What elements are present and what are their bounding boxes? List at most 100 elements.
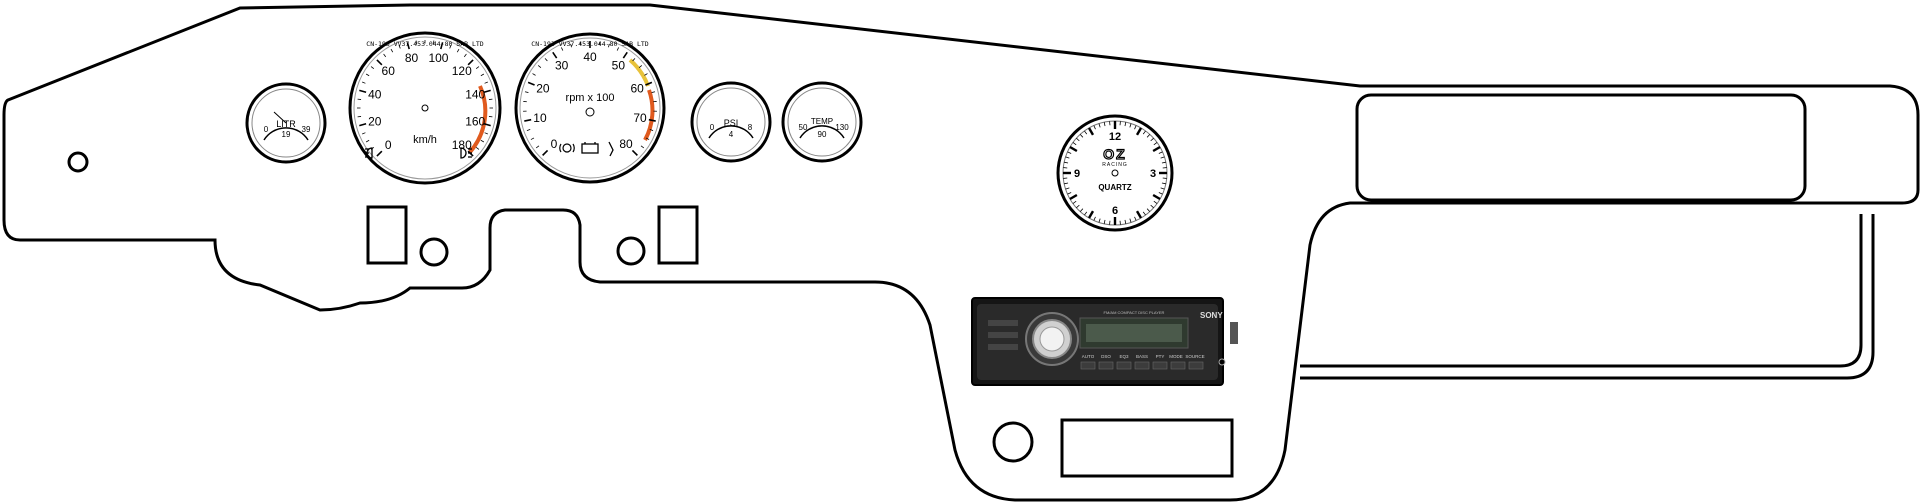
tachometer-tick xyxy=(649,129,654,131)
radio-button-source[interactable]: SOURCE xyxy=(1185,354,1204,359)
speedometer-tick xyxy=(440,42,444,50)
temperature-tick-2: 130 xyxy=(835,123,849,132)
clock-tick xyxy=(1093,216,1096,221)
radio-eject-button[interactable] xyxy=(1230,322,1238,344)
clock-tick xyxy=(1064,161,1069,164)
clock-tick xyxy=(1084,130,1088,135)
lower-switch-slot xyxy=(1060,418,1234,478)
radio-preset-button[interactable] xyxy=(1116,361,1132,370)
clock-tick xyxy=(1087,210,1095,219)
clock-tick xyxy=(1153,200,1158,204)
left-vent-hole xyxy=(67,151,89,173)
tachometer-label: 60 xyxy=(630,81,644,95)
radio-button-bass[interactable]: BASS xyxy=(1136,354,1148,359)
tachometer-tick xyxy=(537,65,542,69)
clock-brand-logo: OZ xyxy=(1103,146,1126,162)
speedometer-tick xyxy=(484,81,488,84)
tachometer-label: 20 xyxy=(536,81,550,95)
tachometer-label: 30 xyxy=(555,59,569,73)
oil-pressure-gauge: PSI 0 4 8 xyxy=(690,81,772,163)
tachometer-label: 80 xyxy=(619,137,633,151)
fuel-gauge: LITR 0 19 39 xyxy=(245,82,327,164)
clock-tick xyxy=(1129,218,1132,223)
radio-button-mode[interactable]: MODE xyxy=(1169,354,1183,359)
clock-tick xyxy=(1069,145,1078,153)
clock-tick xyxy=(1076,204,1080,209)
radio-preset-button[interactable] xyxy=(1080,361,1096,370)
clock-tick xyxy=(1093,125,1096,130)
tachometer-tick xyxy=(570,43,572,48)
clock-tick xyxy=(1142,211,1146,216)
radio-preset-buttons[interactable] xyxy=(1080,361,1204,370)
clock-numeral-12: 12 xyxy=(1109,131,1121,143)
speedometer-tick xyxy=(376,59,383,66)
tachometer-tick xyxy=(648,118,656,122)
headlight-icon xyxy=(365,147,373,159)
clock-quartz-label: QUARTZ xyxy=(1098,183,1131,192)
speedometer-top-text: CN-193 VV37.453.044-80 SAB LTD xyxy=(366,40,483,48)
clock-numeral-6: 6 xyxy=(1112,205,1118,217)
glovebox-opening[interactable] xyxy=(1355,93,1807,202)
radio-aux-jack[interactable] xyxy=(1218,358,1226,366)
temperature-label: TEMP xyxy=(811,117,833,126)
tachometer-label: 50 xyxy=(612,59,626,73)
tachometer-tick xyxy=(535,145,540,149)
radio-preset-button[interactable] xyxy=(1098,361,1114,370)
speedometer-label: 100 xyxy=(428,51,448,65)
clock-tick xyxy=(1129,123,1132,128)
tachometer-tick xyxy=(638,65,643,69)
clock-tick xyxy=(1065,187,1070,190)
clock-tick xyxy=(1135,127,1143,136)
speedometer-tick xyxy=(483,89,491,93)
speedometer-tick xyxy=(449,45,452,49)
clock-tick xyxy=(1160,156,1165,159)
speedometer-tick xyxy=(365,139,370,143)
clock-tick xyxy=(1124,122,1127,127)
speedometer-tick xyxy=(370,66,375,70)
radio-button-dso[interactable]: DSO xyxy=(1101,354,1111,359)
clock-tick xyxy=(1135,210,1143,219)
clock-hub xyxy=(1111,169,1119,177)
radio-brand: SONY xyxy=(1200,311,1223,320)
clock-tick xyxy=(1098,123,1101,128)
tachometer-tick xyxy=(532,73,536,76)
speedometer-red-zone xyxy=(468,85,488,154)
tachometer-tick xyxy=(645,137,650,140)
temperature-tick-1: 90 xyxy=(818,130,827,139)
speedometer-tick xyxy=(365,73,370,77)
speedometer-tick xyxy=(359,89,367,93)
clock-numeral-3: 3 xyxy=(1150,168,1156,180)
clock-numeral-9: 9 xyxy=(1074,168,1080,180)
speedometer-label: 120 xyxy=(452,64,472,78)
seatbelt-icon xyxy=(608,141,614,157)
clock-tick xyxy=(1161,161,1166,164)
speedometer-tick xyxy=(362,132,366,135)
tachometer-tick xyxy=(631,149,638,156)
lower-knob-hole xyxy=(992,421,1034,463)
tachometer-tick xyxy=(644,73,648,76)
radio-button-pty[interactable]: PTY xyxy=(1156,354,1165,359)
clock-tick xyxy=(1103,219,1106,224)
knob-hole-right xyxy=(616,236,646,266)
radio-preset-button[interactable] xyxy=(1188,361,1204,370)
tachometer-ticks xyxy=(523,41,657,156)
radio-preset-button[interactable] xyxy=(1134,361,1150,370)
tachometer-tick xyxy=(608,43,610,48)
radio-preset-button[interactable] xyxy=(1152,361,1168,370)
oil-pressure-tick-1: 4 xyxy=(729,130,734,139)
radio-preset-button[interactable] xyxy=(1170,361,1186,370)
tachometer-tick xyxy=(527,81,535,86)
clock-tick xyxy=(1146,208,1151,212)
clock-tick xyxy=(1150,137,1154,142)
tachometer-tick xyxy=(645,81,653,86)
clock-tick xyxy=(1152,145,1161,153)
radio-button-auto[interactable]: AUTO xyxy=(1082,354,1095,359)
tachometer-top-text: CN-193 VV37.453.044-80 SAB LTD xyxy=(531,40,648,48)
car-radio[interactable]: SONY FM/AM COMPACT DISC PLAYER AUTO DSO … xyxy=(971,297,1238,386)
radio-button-eq3[interactable]: EQ3 xyxy=(1119,354,1129,359)
speedometer-tick xyxy=(467,59,474,66)
speedometer-label: 60 xyxy=(382,64,396,78)
tachometer-tick xyxy=(616,47,620,51)
tachometer-tick xyxy=(632,58,636,62)
